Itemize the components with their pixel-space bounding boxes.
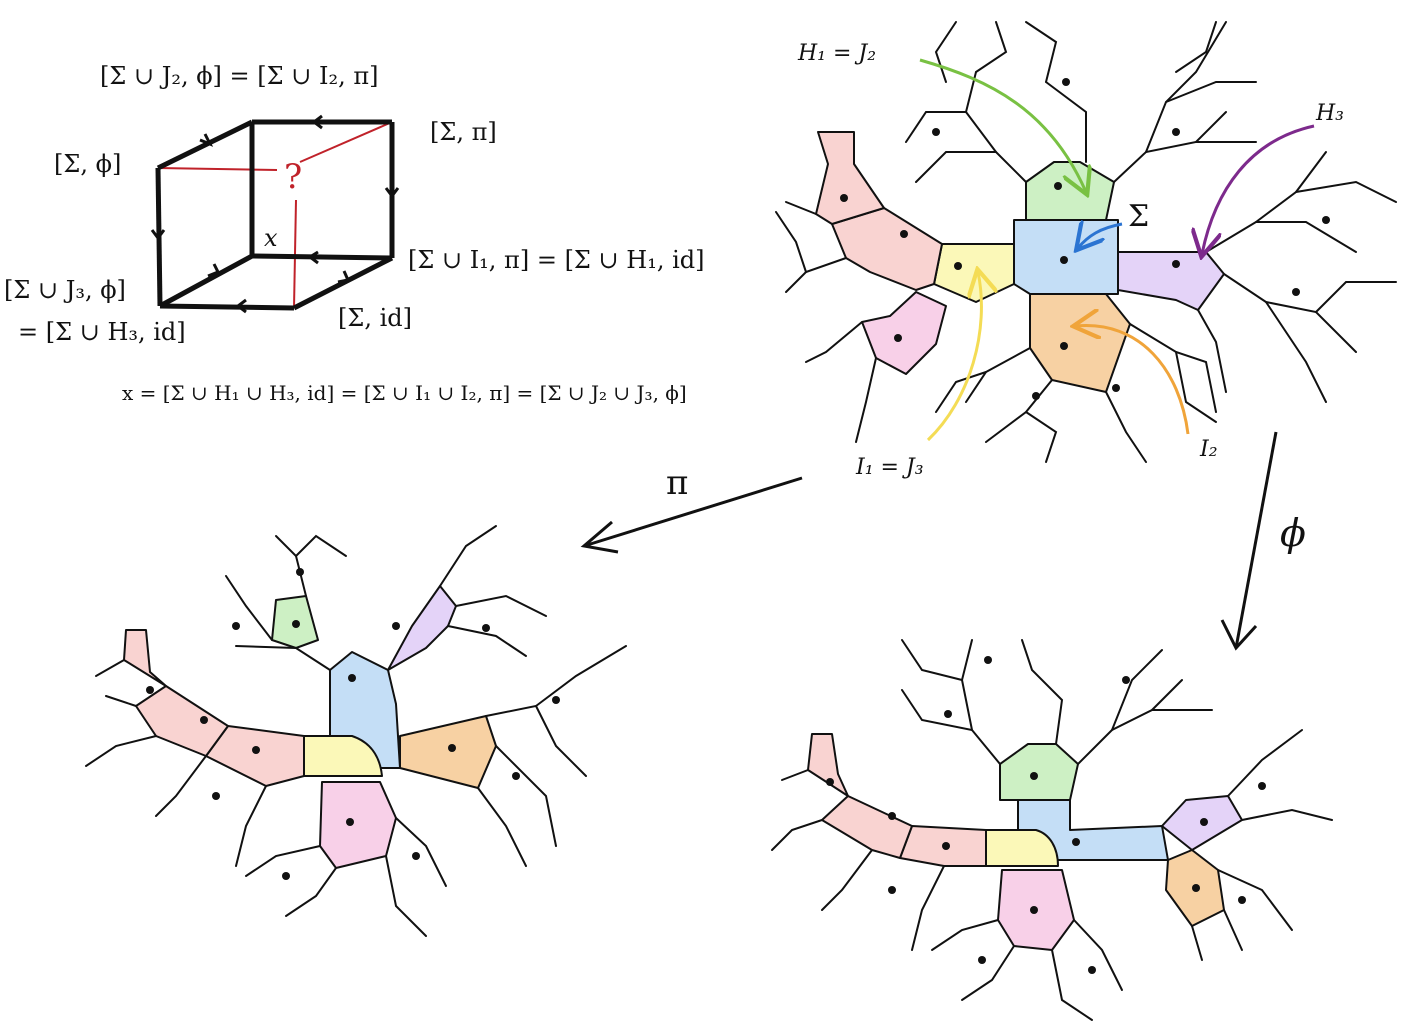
tree-phi (771, 639, 1333, 1021)
cell-orange-pi (399, 715, 497, 789)
arrow-h1-j2 (919, 58, 1086, 192)
cube-top-label: [Σ ∪ J₂, ϕ] = [Σ ∪ I₂, π] (100, 62, 378, 90)
cube-top-left-label: [Σ, ϕ] (54, 150, 121, 178)
tree-top-branches (775, 21, 1397, 463)
cell-red-phi-2 (821, 795, 913, 859)
tree-top (775, 21, 1397, 463)
tree-pi-branches (85, 525, 627, 937)
label-h3: H₃ (1315, 101, 1344, 126)
cell-red-pi-2 (135, 685, 229, 757)
cell-i2 (1029, 293, 1131, 393)
map-pi-label: π (666, 463, 688, 503)
tree-phi-branches (771, 639, 1333, 1021)
cell-yellow-pi (303, 735, 383, 777)
cube-right-label: [Σ ∪ I₁, π] = [Σ ∪ H₁, id] (408, 246, 704, 274)
cell-red-phi-3 (807, 733, 849, 797)
label-sigma: Σ (1128, 199, 1149, 234)
label-i2: I₂ (1199, 437, 1218, 462)
cube-top-right-label: [Σ, π] (430, 118, 497, 146)
cell-pink-pi (319, 781, 397, 869)
tree-pi-nodes (146, 568, 560, 880)
cube-bottom-label: [Σ, id] (338, 304, 412, 332)
label-h1-j2: H₁ = J₂ (797, 41, 876, 66)
cube-x-label: x (264, 224, 278, 252)
cube-equation: x = [Σ ∪ H₁ ∪ H₃, id] = [Σ ∪ I₁ ∪ I₂, π]… (122, 381, 687, 405)
arrow-i2 (1076, 326, 1190, 435)
arrow-sigma (1078, 224, 1123, 248)
label-i1-j3: I₁ = J₃ (855, 455, 924, 480)
cell-yellow (933, 243, 1015, 303)
arrow-h3 (1202, 124, 1315, 254)
tree-pi-cells (123, 585, 497, 869)
cube-hidden-edges (157, 121, 393, 309)
cube-bottom-left-label-2: = [Σ ∪ H₃, id] (18, 318, 186, 346)
cell-red-pi-3 (123, 629, 167, 687)
tree-top-annotations (919, 58, 1315, 442)
cell-h1-j2 (1025, 161, 1115, 221)
tree-phi-nodes (826, 656, 1266, 974)
cell-green-phi (999, 743, 1079, 801)
arrow-i1-j3 (926, 272, 981, 442)
tree-top-cells (815, 131, 1225, 393)
cube-edge-arrows (150, 114, 400, 314)
cell-red-2 (815, 131, 885, 225)
cell-red-pi-1 (205, 725, 305, 787)
commutative-cube: ? x [Σ ∪ J₂, ϕ] = [Σ ∪ I₂, π] [Σ, π] [Σ,… (4, 62, 704, 405)
tree-top-nodes (840, 78, 1330, 400)
map-pi: π (580, 463, 803, 554)
tree-phi-cells (807, 733, 1243, 951)
map-phi: ϕ (1220, 431, 1306, 651)
cell-pink (861, 291, 947, 375)
cell-red-1 (831, 207, 943, 291)
map-phi-label: ϕ (1280, 511, 1306, 555)
cell-h3 (1117, 251, 1225, 311)
tree-pi (85, 525, 627, 937)
cube-edges (155, 119, 395, 311)
cell-yellow-phi (985, 829, 1059, 867)
cube-question-mark: ? (284, 157, 302, 197)
cube-bottom-left-label-1: [Σ ∪ J₃, ϕ] (4, 276, 126, 304)
